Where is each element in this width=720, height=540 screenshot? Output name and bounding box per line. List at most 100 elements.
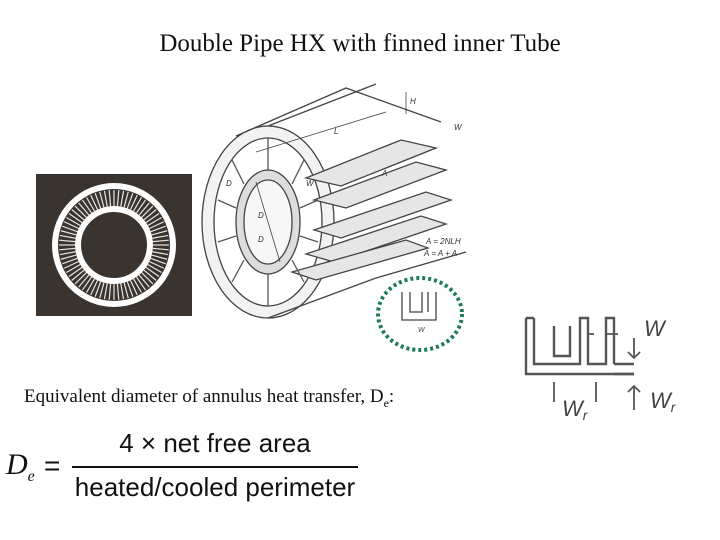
radial-fin [62,225,78,233]
outer-shell-top [235,87,442,137]
radial-fin [147,216,162,227]
radial-fin [59,239,76,243]
formula-fraction-bar [72,466,358,468]
radial-fin [151,230,168,236]
dimension-L-line [255,111,387,153]
formula-denominator: heated/cooled perimeter [74,472,356,502]
base-spacing-ticks [553,382,597,402]
radial-fin [74,272,87,285]
radial-fin [143,269,157,281]
label-Ab: A [381,169,387,178]
label-D2: D [258,235,264,244]
radial-fin [60,254,77,260]
callout-fin-profile [401,292,437,321]
radial-fin [149,260,165,269]
radial-fin [78,202,90,216]
formula-equals: = [44,450,61,481]
radial-fin [141,272,154,285]
fin-thickness-arrow-bottom [627,384,641,410]
detail-label-Wr-right-main: W [650,388,673,413]
radial-fin [152,247,169,251]
callout-dotted-circle [376,276,464,352]
radial-fins [59,190,169,300]
radial-fin [149,221,165,230]
radial-fin [151,254,168,260]
radial-fin [59,234,76,239]
longitudinal-fins [289,139,454,281]
equivalent-label-text: Equivalent diameter of annulus heat tran… [24,386,384,407]
radial-fin [135,276,147,291]
radial-fin [103,283,108,300]
radial-fin [138,274,150,288]
radial-fin [126,193,134,209]
equivalent-label-subscript: e [383,395,389,410]
radial-fin [116,283,120,300]
radial-fin [152,234,169,239]
formula-lhs: De [6,448,35,486]
radial-fin [81,199,93,214]
label-Dp: D [226,179,232,188]
radial-fin [129,194,138,210]
cross-section-image [36,174,192,316]
radial-fin [123,282,129,299]
radial-fin [138,202,150,216]
radial-fin [120,190,125,207]
radial-fin [129,280,138,296]
radial-fin [81,276,93,291]
radial-fin [85,197,96,212]
radial-fin [78,274,90,288]
radial-fin [68,266,83,278]
radial-fin [99,191,105,208]
end-face-fins [217,138,319,306]
radial-fin [135,199,147,214]
radial-fin [152,251,169,256]
radial-fin [68,212,83,224]
radial-fin [116,190,120,207]
radial-fin [74,205,87,218]
radial-fin [132,278,143,293]
label-af-eq: A = 2NLH [425,237,461,246]
radial-fin [108,283,112,300]
radial-fin [90,194,99,210]
detail-label-Wr-bottom-main: W [562,396,585,421]
radial-fin [141,205,154,218]
fin-thickness-arrow-top [627,338,641,360]
radial-fin [99,282,105,299]
fin-profile [524,316,634,376]
formula-numerator: 4 × net free area [119,428,311,458]
label-W: W [454,123,463,132]
detail-label-Wr-right: Wr [650,388,677,415]
radial-fin [120,283,125,300]
inner-tube-ring [75,206,153,284]
radial-fin [143,209,157,221]
radial-fin [152,239,169,243]
radial-fin [59,247,76,251]
formula-lhs-subscript: e [27,468,35,485]
radial-fin [62,257,78,265]
radial-fin [71,209,85,221]
radial-fin [145,266,160,278]
radial-fin [108,190,112,207]
radial-fin [66,263,81,274]
detail-label-Wr-right-sub: r [671,399,677,415]
radial-fin [90,280,99,296]
radial-fin [66,216,81,227]
label-D1: D [258,211,264,220]
radial-fin [150,225,166,233]
equivalent-label-colon: : [388,386,395,407]
label-at-eq: A = A + A [423,249,457,258]
radial-fin [147,263,162,274]
label-Wf: W [306,179,315,188]
label-L: L [334,127,338,136]
fin-detail-callout: W [376,276,464,352]
radial-fin [63,260,79,269]
radial-fin [132,197,143,212]
fin-detail-enlarged: W Wr Wr [524,316,677,422]
callout-label-Wr: W [418,327,426,334]
radial-fin [103,190,108,207]
radial-fin [94,281,102,297]
detail-label-Wr-bottom: Wr [562,396,589,422]
radial-fin [63,221,79,230]
radial-fin [145,212,160,224]
radial-fin [126,281,134,297]
